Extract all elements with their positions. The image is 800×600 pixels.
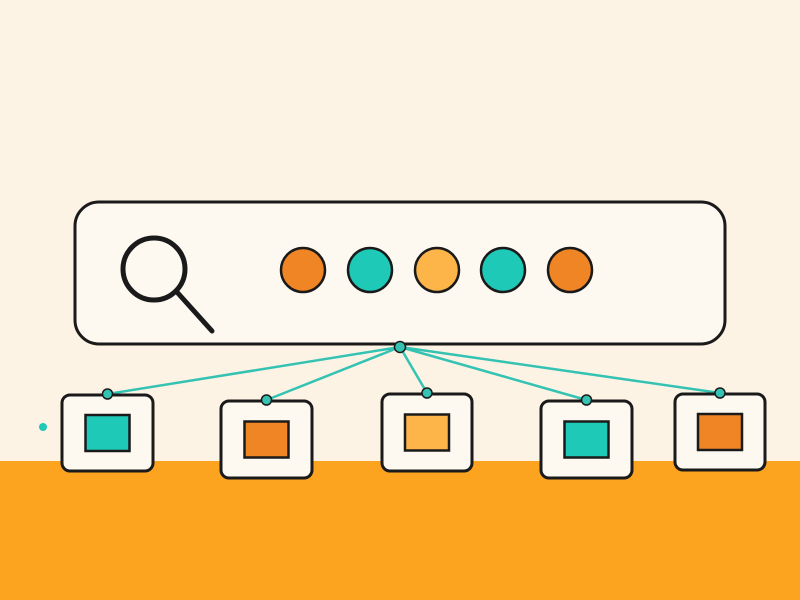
dot-2: [346, 246, 394, 294]
dot-5: [546, 246, 594, 294]
result-card-2: [219, 399, 314, 480]
connector-line-1: [106, 345, 402, 396]
result-card-5-thumbnail: [696, 412, 744, 452]
connector-node-4: [580, 394, 593, 406]
result-cards: [60, 392, 767, 480]
result-card-3: [380, 392, 474, 473]
search-panel: [73, 200, 727, 346]
connector-nodes: [101, 340, 726, 406]
result-card-4: [539, 399, 634, 480]
connector-node-2: [260, 394, 273, 406]
result-card-3-thumbnail: [403, 413, 451, 452]
connector-hub-node: [393, 340, 407, 354]
result-dots: [279, 246, 594, 294]
dot-1: [279, 246, 327, 294]
connector-line-4: [398, 345, 588, 402]
connector-line-3: [398, 345, 429, 395]
dot-4: [479, 246, 527, 294]
result-card-4-thumbnail: [563, 420, 610, 459]
result-card-2-thumbnail: [243, 420, 290, 459]
result-card-5: [673, 392, 767, 472]
result-card-1-thumbnail: [84, 413, 131, 453]
search-panel-box: [73, 200, 727, 346]
connector-node-3: [421, 387, 433, 399]
connector-node-1: [101, 388, 114, 400]
connector-node-5: [714, 387, 726, 399]
magnifying-glass-icon: [120, 235, 215, 334]
result-card-1: [60, 393, 155, 473]
stray-dot: [39, 423, 47, 431]
connector-line-2: [265, 345, 402, 402]
connector-lines: [106, 345, 722, 402]
connector-line-5: [398, 345, 722, 395]
ground-band: [0, 461, 800, 600]
dot-3: [413, 246, 461, 294]
